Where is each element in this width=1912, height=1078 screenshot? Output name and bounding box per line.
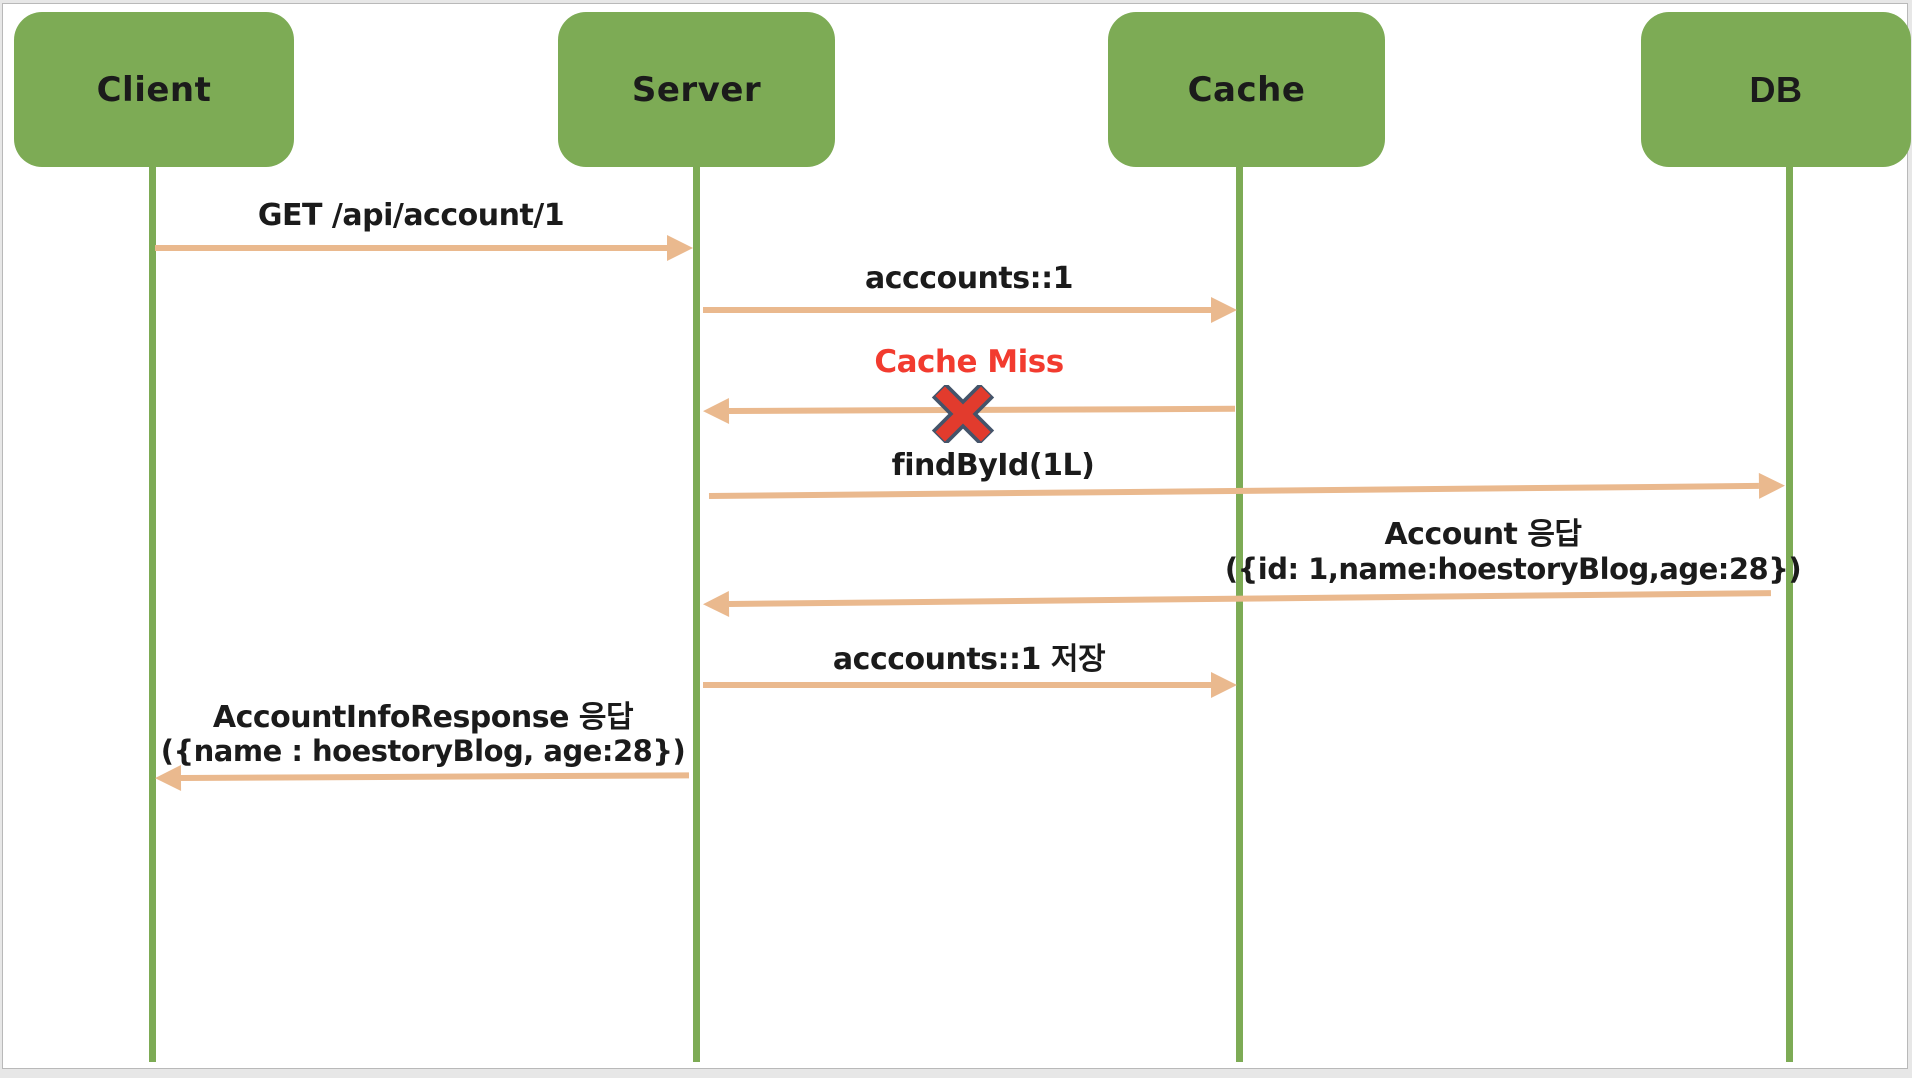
lifeline-db [1786,164,1793,1062]
actor-label-server: Server [631,69,762,110]
actor-label-client: Client [96,69,212,110]
actor-label-cache: Cache [1187,69,1306,110]
message-label-accountinfo-response-detail: ({name : hoestoryBlog, age:28}) [160,734,686,768]
message-label-cache-miss: Cache Miss [874,344,1064,380]
actor-box-client: Client [14,12,294,167]
message-label-get-api-account: GET /api/account/1 [257,198,565,233]
message-label-find-by-id: findById(1L) [891,448,1095,483]
message-label-accounts-key: acccounts::1 [865,261,1073,296]
lifeline-cache [1236,164,1243,1062]
actor-box-server: Server [558,12,835,167]
message-label-account-response: Account 응답 [1384,517,1582,552]
message-arrow-client-to-server [155,245,667,251]
actor-box-db: DB [1641,12,1911,167]
message-label-account-response-detail: ({id: 1,name:hoestoryBlog,age:28}) [1224,552,1802,586]
actor-box-cache: Cache [1108,12,1385,167]
message-arrow-server-to-cache-save [703,682,1211,688]
message-arrow-server-to-cache [703,307,1211,313]
message-arrow-server-to-db [708,482,1759,499]
cache-miss-x-icon [931,385,995,443]
message-label-accountinfo-response: AccountInfoResponse 응답 [212,700,634,735]
lifeline-client [149,164,156,1062]
message-arrow-db-to-server [728,590,1771,607]
message-arrow-server-to-client [180,772,690,781]
lifeline-server [693,164,700,1062]
message-label-accounts-save: acccounts::1 저장 [832,642,1106,677]
actor-label-db: DB [1749,68,1803,110]
diagram-canvas: Client Server Cache DB GET /api/account/… [2,3,1911,1069]
